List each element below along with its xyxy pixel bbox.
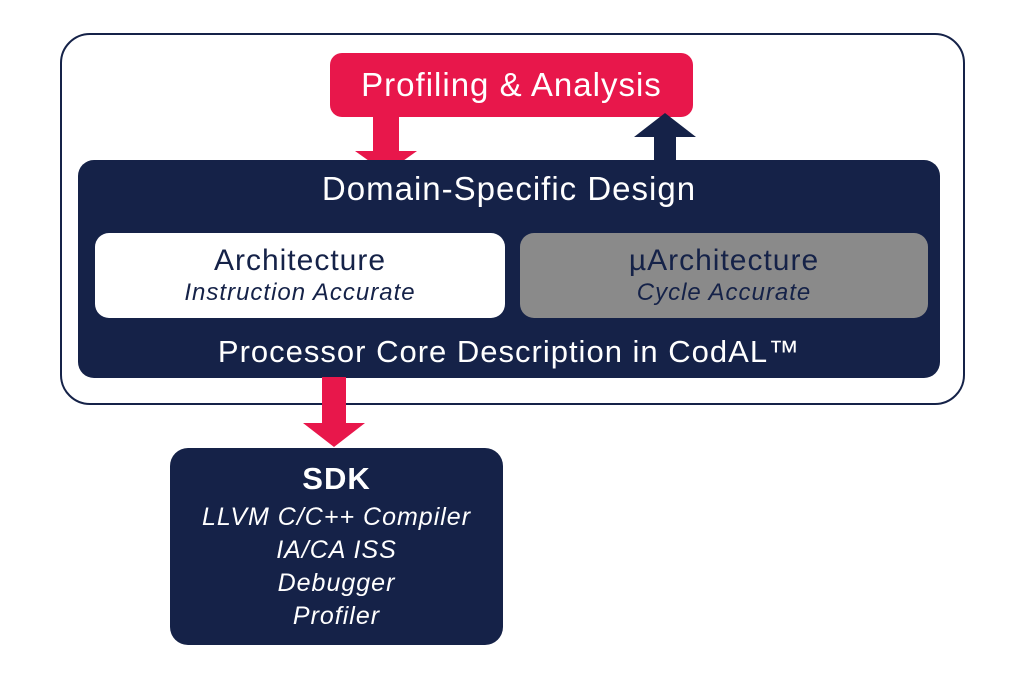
architecture-box: Architecture Instruction Accurate: [95, 233, 505, 318]
sdk-item-debugger: Debugger: [277, 568, 396, 597]
sdk-box: SDK LLVM C/C++ Compiler IA/CA ISS Debugg…: [170, 448, 503, 645]
uarchitecture-box: µArchitecture Cycle Accurate: [520, 233, 928, 318]
arrow-down-profiling-to-domain-icon: [355, 117, 417, 173]
design-environment-frame: [60, 33, 965, 405]
sdk-item-profiler: Profiler: [292, 601, 381, 630]
arrow-up-domain-to-profiling-icon: [634, 113, 696, 162]
domain-specific-design-box: Domain-Specific Design Processor Core De…: [78, 160, 940, 378]
profiling-analysis-label: Profiling & Analysis: [361, 66, 662, 103]
processor-core-description-label: Processor Core Description in CodAL™: [217, 334, 801, 369]
domain-specific-design-title: Domain-Specific Design: [321, 170, 697, 207]
uarchitecture-subtitle: Cycle Accurate: [636, 278, 812, 306]
sdk-title: SDK: [302, 460, 371, 496]
arrow-down-domain-to-sdk-icon: [303, 377, 365, 447]
profiling-analysis-box: Profiling & Analysis: [330, 53, 693, 117]
sdk-item-iss: IA/CA ISS: [276, 535, 397, 564]
sdk-item-compiler: LLVM C/C++ Compiler: [201, 502, 472, 531]
architecture-subtitle: Instruction Accurate: [184, 278, 416, 306]
uarchitecture-title: µArchitecture: [628, 244, 820, 278]
architecture-title: Architecture: [213, 244, 387, 278]
